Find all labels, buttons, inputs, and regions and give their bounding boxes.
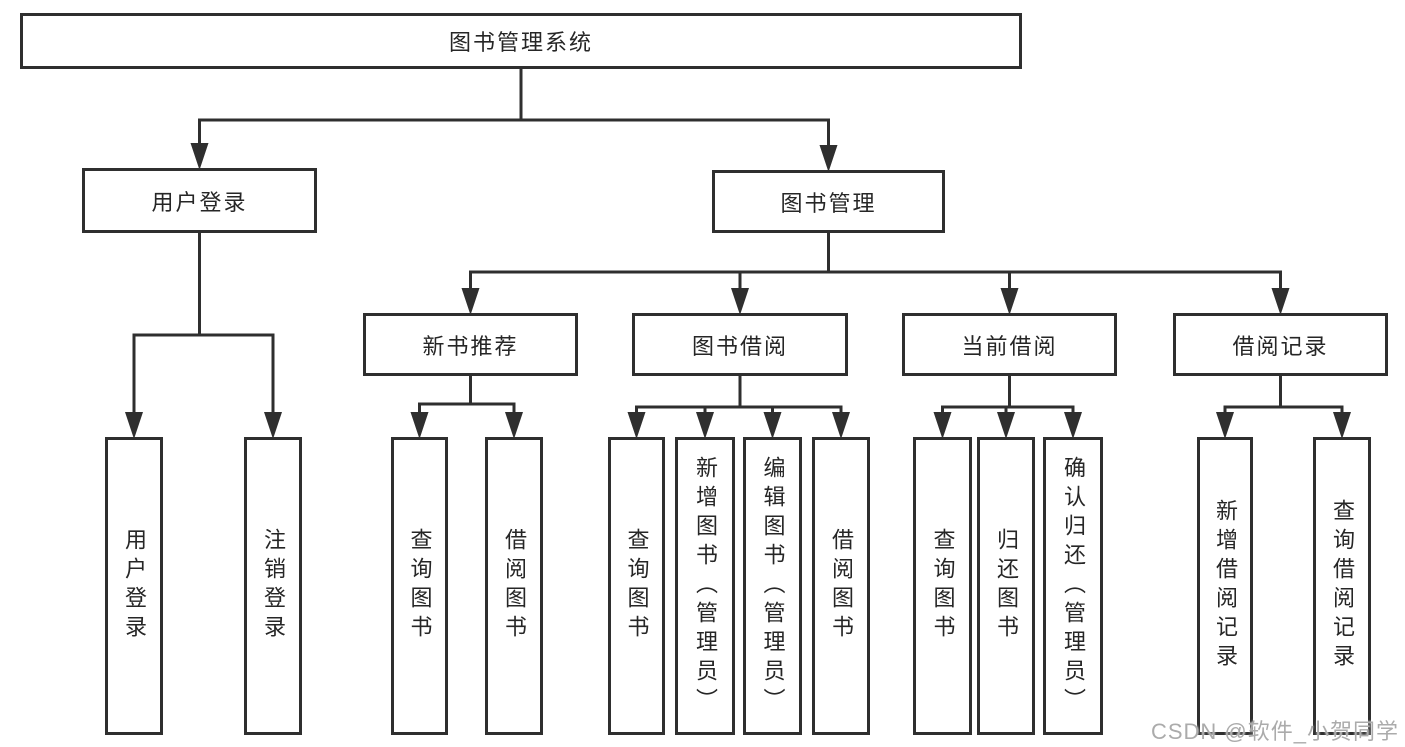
node-cb-confirm: 确认归还（管理员） [1043, 437, 1103, 735]
arrowhead-icon [125, 412, 143, 439]
node-new-books: 新书推荐 [363, 313, 578, 376]
node-label-cb-query: 查询图书 [930, 528, 956, 644]
arrowhead-icon [627, 412, 646, 439]
node-label-user-login: 用户登录 [151, 189, 248, 215]
node-label-bb-edit: 编辑图书（管理员） [760, 455, 786, 717]
node-current-borrow: 当前借阅 [902, 313, 1117, 376]
node-cb-query: 查询图书 [913, 437, 972, 735]
node-nb-borrow: 借阅图书 [485, 437, 543, 735]
arrowhead-icon [832, 412, 850, 439]
arrowhead-icon [763, 412, 782, 439]
node-label-borrow-records: 借阅记录 [1232, 333, 1329, 359]
node-label-bb-add: 新增图书（管理员） [693, 455, 718, 717]
node-logout-leaf: 注销登录 [244, 437, 302, 735]
arrowhead-icon [410, 412, 429, 439]
node-login-leaf: 用户登录 [105, 437, 163, 735]
node-book-mgmt: 图书管理 [712, 170, 945, 233]
node-borrow-records: 借阅记录 [1173, 313, 1388, 376]
arrowhead-icon [1333, 412, 1351, 439]
node-label-root: 图书管理系统 [448, 30, 593, 55]
arrowhead-icon [505, 412, 523, 439]
csdn-watermark: CSDN @软件_小贺同学 [1150, 719, 1399, 744]
node-book-borrow: 图书借阅 [632, 313, 848, 376]
node-label-bb-query: 查询图书 [624, 528, 650, 644]
node-label-cb-return: 归还图书 [994, 528, 1019, 644]
arrowhead-icon [696, 412, 714, 439]
arrowhead-icon [819, 145, 838, 172]
arrowhead-icon [190, 143, 209, 170]
node-bb-query: 查询图书 [608, 437, 665, 735]
node-label-br-query: 查询借阅记录 [1330, 499, 1355, 673]
node-root: 图书管理系统 [20, 13, 1022, 69]
arrowhead-icon [1064, 412, 1082, 439]
arrowhead-icon [1271, 288, 1290, 315]
node-user-login: 用户登录 [82, 168, 317, 233]
arrowhead-icon [731, 288, 749, 315]
node-br-add: 新增借阅记录 [1197, 437, 1253, 735]
arrowhead-icon [933, 412, 952, 439]
node-label-br-add: 新增借阅记录 [1213, 499, 1238, 673]
arrowhead-icon [997, 412, 1015, 439]
node-label-login-leaf: 用户登录 [122, 528, 147, 644]
arrowhead-icon [1216, 412, 1234, 439]
node-nb-query: 查询图书 [391, 437, 448, 735]
node-label-book-borrow: 图书借阅 [691, 333, 788, 359]
node-label-nb-query: 查询图书 [407, 528, 433, 644]
node-bb-add: 新增图书（管理员） [675, 437, 735, 735]
node-cb-return: 归还图书 [977, 437, 1035, 735]
node-br-query: 查询借阅记录 [1313, 437, 1371, 735]
node-label-bb-borrow: 借阅图书 [829, 528, 854, 644]
node-label-new-books: 新书推荐 [422, 333, 519, 359]
node-bb-borrow: 借阅图书 [812, 437, 870, 735]
node-bb-edit: 编辑图书（管理员） [743, 437, 802, 735]
node-label-book-mgmt: 图书管理 [780, 190, 877, 216]
arrowhead-icon [461, 288, 480, 315]
arrowhead-icon [1000, 288, 1019, 315]
node-label-logout-leaf: 注销登录 [261, 528, 286, 644]
node-label-cb-confirm: 确认归还（管理员） [1061, 455, 1086, 717]
node-label-current-borrow: 当前借阅 [961, 333, 1058, 359]
node-label-nb-borrow: 借阅图书 [502, 528, 527, 644]
arrowhead-icon [264, 412, 282, 439]
